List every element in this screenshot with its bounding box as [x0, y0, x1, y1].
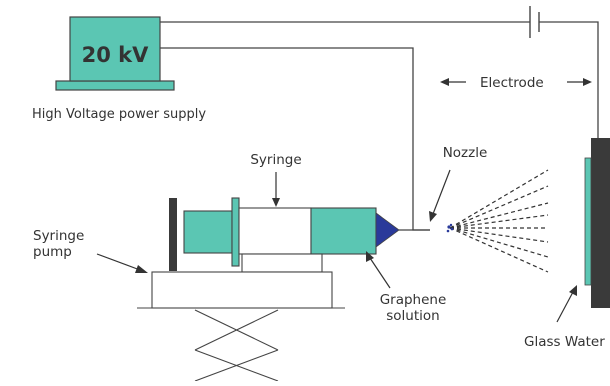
wire-psu-to-nozzle — [160, 47, 430, 231]
graphene-label-line1: Graphene — [380, 292, 447, 308]
power-supply-box — [69, 16, 161, 82]
syringe-barrel — [238, 207, 312, 255]
wiring — [160, 21, 599, 231]
electrode-dark-plate — [591, 138, 610, 308]
power-supply-label: High Voltage power supply — [32, 107, 206, 122]
high-voltage-power-supply: 20 kV — [55, 16, 175, 91]
scissor-lift — [194, 309, 279, 382]
nozzle-pointer — [429, 169, 451, 222]
syringe-assembly — [169, 197, 430, 273]
pump-stand — [137, 271, 345, 382]
graphene-solution-chamber — [310, 207, 377, 255]
electrode-plate — [584, 138, 610, 308]
spray-droplets — [446, 223, 454, 233]
spray-lines — [449, 169, 549, 273]
capacitor-symbol-icon — [529, 6, 540, 38]
pump-end-plate — [169, 198, 177, 271]
syringe-pump-pointer — [96, 253, 148, 273]
glass-water-pointer — [556, 285, 577, 323]
nozzle-label: Nozzle — [443, 145, 488, 161]
syringe-pump-label-line1: Syringe — [33, 228, 84, 244]
graphene-pointer — [366, 251, 391, 289]
wire-top-right — [539, 21, 599, 138]
plunger — [183, 210, 233, 254]
power-supply-display: 20 kV — [82, 43, 150, 67]
nozzle-tip — [375, 212, 400, 248]
arrow-right-icon — [567, 78, 592, 86]
graphene-label-line2: solution — [386, 308, 439, 324]
electrode-label: Electrode — [480, 75, 544, 91]
electrode-annotation: Electrode — [440, 75, 592, 91]
power-supply-base — [55, 80, 175, 91]
syringe-label: Syringe — [250, 152, 301, 168]
pump-base — [151, 271, 333, 309]
plunger-flange — [231, 197, 240, 267]
glass-wafer — [584, 157, 592, 286]
barrel-support — [241, 253, 323, 273]
syringe-pointer — [272, 172, 280, 207]
syringe-pump-label-line2: pump — [33, 244, 72, 260]
arrow-left-icon — [440, 78, 466, 86]
glass-water-label: Glass Water — [524, 334, 605, 350]
